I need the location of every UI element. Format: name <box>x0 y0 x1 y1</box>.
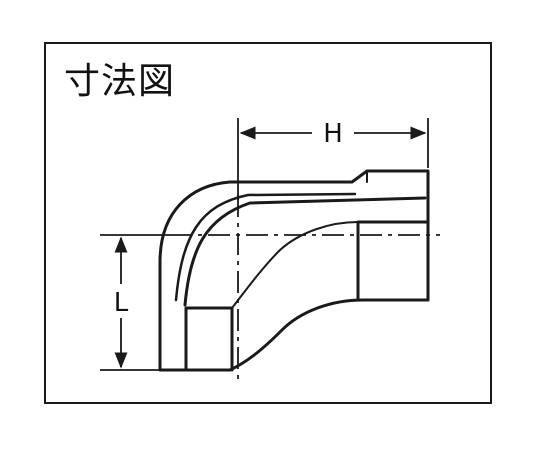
dimension-l: L <box>114 236 129 369</box>
diagram-title: 寸法図 <box>64 61 176 102</box>
elbow-inner-curve <box>174 192 357 302</box>
dimension-h: H <box>239 119 427 149</box>
elbow-inner-sweep <box>183 196 427 307</box>
socket-inner-line <box>231 221 359 309</box>
threaded-end <box>356 220 430 300</box>
dimension-h-label: H <box>323 119 343 149</box>
elbow-outer-contour <box>158 169 430 372</box>
center-lines <box>170 195 440 385</box>
extension-lines <box>100 118 429 371</box>
socket-end <box>184 306 234 372</box>
dimension-l-label: L <box>114 288 129 318</box>
pipe-elbow-street-icon <box>158 169 430 372</box>
